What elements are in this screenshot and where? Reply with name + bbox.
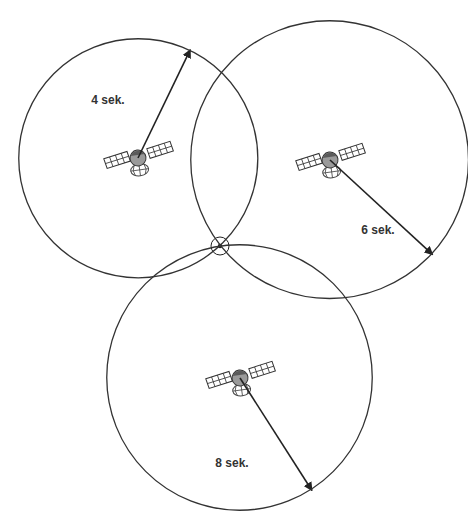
range-arrow <box>330 160 433 255</box>
range-circle: 8 sek. <box>106 244 373 511</box>
travel-time-label: 6 sek. <box>360 223 395 237</box>
range-arrow-layer <box>138 50 433 491</box>
range-circle-line <box>107 245 373 511</box>
satellite-icon <box>103 141 176 180</box>
range-circle-line <box>191 21 468 299</box>
circle-outline <box>106 244 373 511</box>
travel-time-label: 4 sek. <box>90 93 125 107</box>
range-circle: 4 sek. <box>18 38 259 279</box>
range-arrow <box>138 50 190 158</box>
range-circle-line <box>18 38 257 277</box>
satellite-icon <box>295 143 368 182</box>
range-circle: 6 sek. <box>190 20 468 299</box>
satellite-layer <box>103 141 368 400</box>
circle-outline <box>190 20 468 299</box>
travel-time-label: 8 sek. <box>214 456 249 470</box>
circle-outline <box>18 38 259 279</box>
range-arrow <box>240 378 312 490</box>
